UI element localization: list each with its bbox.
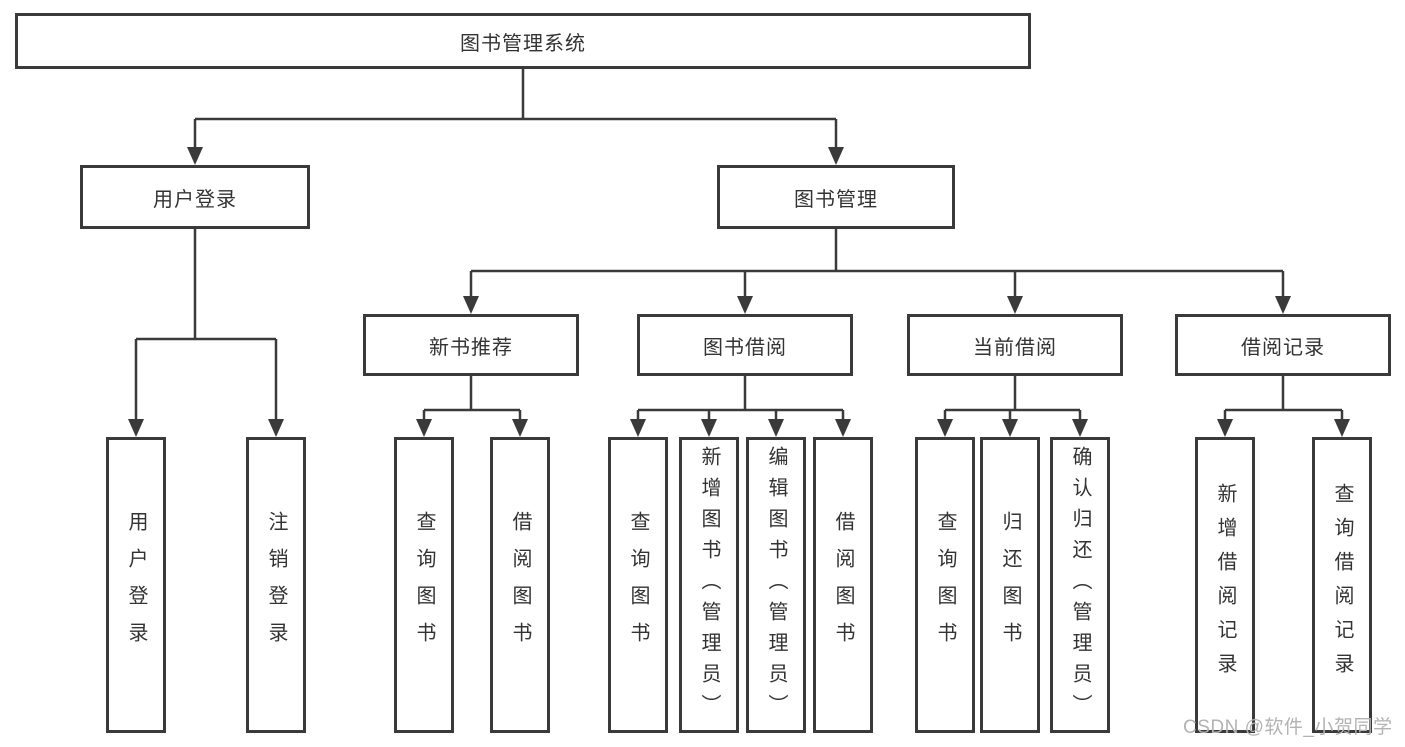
leaf-confirm-return-admin: 确认归还（管理员） xyxy=(1050,437,1110,733)
leaf-label: 查询图书 xyxy=(934,511,956,659)
leaf-label: 归还图书 xyxy=(999,511,1021,659)
leaf-query-borrow-record: 查询借阅记录 xyxy=(1312,437,1372,733)
arrow-down-icon xyxy=(463,296,479,314)
arrow-down-icon xyxy=(737,296,753,314)
leaf-query-books: 查询图书 xyxy=(394,437,454,733)
leaf-add-books-admin: 新增图书（管理员） xyxy=(679,437,739,733)
leaf-label: 借阅图书 xyxy=(832,511,854,659)
arrow-down-icon xyxy=(128,419,144,437)
arrow-down-icon xyxy=(701,419,717,437)
leaf-label: 用户登录 xyxy=(125,511,147,659)
node-book-borrow: 图书借阅 xyxy=(637,314,853,376)
node-label: 新书推荐 xyxy=(429,336,513,359)
arrow-down-icon xyxy=(416,419,432,437)
arrow-down-icon xyxy=(187,147,203,165)
arrow-down-icon xyxy=(512,419,528,437)
leaf-edit-books-admin: 编辑图书（管理员） xyxy=(746,437,806,733)
leaf-label: 查询图书 xyxy=(413,511,435,659)
node-label: 借阅记录 xyxy=(1241,336,1325,359)
connector-path xyxy=(134,69,1344,420)
arrow-down-icon xyxy=(1002,419,1018,437)
node-borrow-records: 借阅记录 xyxy=(1175,314,1391,376)
leaf-label: 确认归还（管理员） xyxy=(1069,445,1091,725)
csdn-watermark: CSDN @软件_小贺同学 xyxy=(1183,717,1393,738)
arrow-down-icon xyxy=(1072,419,1088,437)
node-label: 图书管理 xyxy=(794,188,878,211)
node-current-borrow: 当前借阅 xyxy=(907,314,1123,376)
leaf-label: 编辑图书（管理员） xyxy=(765,445,787,725)
node-new-book-recommend: 新书推荐 xyxy=(363,314,579,376)
arrow-down-icon xyxy=(630,419,646,437)
leaf-label: 借阅图书 xyxy=(509,511,531,659)
leaf-borrow-books: 借阅图书 xyxy=(490,437,550,733)
node-label: 图书借阅 xyxy=(703,336,787,359)
arrowheads xyxy=(128,147,1350,437)
arrow-down-icon xyxy=(768,419,784,437)
leaf-label: 查询借阅记录 xyxy=(1331,483,1353,687)
node-library-system: 图书管理系统 xyxy=(15,13,1031,69)
leaf-label: 注销登录 xyxy=(265,511,287,659)
leaf-label: 查询图书 xyxy=(627,511,649,659)
arrow-down-icon xyxy=(1217,419,1233,437)
node-label: 用户登录 xyxy=(153,188,237,211)
node-label: 当前借阅 xyxy=(973,336,1057,359)
arrow-down-icon xyxy=(835,419,851,437)
leaf-query-books: 查询图书 xyxy=(915,437,975,733)
node-label: 图书管理系统 xyxy=(460,32,586,55)
leaf-add-borrow-record: 新增借阅记录 xyxy=(1195,437,1255,733)
arrow-down-icon xyxy=(1007,296,1023,314)
arrow-down-icon xyxy=(828,147,844,165)
node-book-management: 图书管理 xyxy=(717,165,955,229)
arrow-down-icon xyxy=(1334,419,1350,437)
arrow-down-icon xyxy=(937,419,953,437)
leaf-label: 新增图书（管理员） xyxy=(698,445,720,725)
leaf-return-books: 归还图书 xyxy=(980,437,1040,733)
leaf-query-books: 查询图书 xyxy=(608,437,668,733)
leaf-user-login: 用户登录 xyxy=(106,437,166,733)
arrow-down-icon xyxy=(268,419,284,437)
leaf-label: 新增借阅记录 xyxy=(1214,483,1236,687)
leaf-logout: 注销登录 xyxy=(246,437,306,733)
leaf-borrow-books: 借阅图书 xyxy=(813,437,873,733)
arrow-down-icon xyxy=(1275,296,1291,314)
node-user-login: 用户登录 xyxy=(80,165,310,229)
